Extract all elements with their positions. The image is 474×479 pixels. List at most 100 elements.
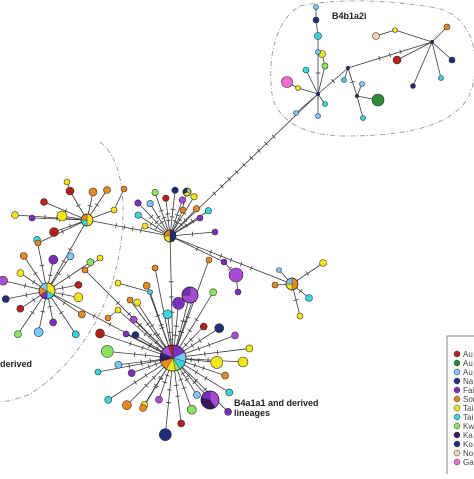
- haplotype-node: [411, 84, 416, 89]
- mutation-tick: [88, 205, 93, 206]
- legend-label: Ko: [463, 440, 473, 449]
- haplotype-node: [235, 289, 241, 295]
- mutation-tick: [32, 280, 35, 284]
- haplotype-node: [135, 200, 141, 206]
- legend-swatch: [454, 387, 460, 393]
- haplotype-node: [323, 102, 328, 107]
- hub-middle: [164, 230, 176, 242]
- haplotype-node: [66, 187, 74, 195]
- mutation-tick: [62, 286, 63, 291]
- haplotype-node: [206, 257, 212, 263]
- mutation-tick: [48, 306, 53, 307]
- mutation-tick: [140, 228, 141, 233]
- haplotype-node: [193, 391, 200, 398]
- haplotype-node: [296, 86, 301, 91]
- haplotype-node: [105, 396, 112, 403]
- label-b4a1a1-line2: lineages: [234, 408, 270, 418]
- haplotype-node: [50, 228, 59, 237]
- mutation-tick: [30, 311, 34, 314]
- network-edge: [318, 66, 325, 94]
- haplotype-node: [226, 389, 233, 396]
- haplotype-node: [159, 429, 171, 441]
- mutation-tick: [188, 329, 192, 332]
- mutation-tick: [150, 324, 154, 327]
- haplotype-node: [74, 293, 83, 302]
- legend-label: Na: [463, 377, 474, 386]
- haplotype-node: [229, 268, 243, 282]
- haplotype-node: [322, 63, 328, 69]
- mutation-tick: [134, 380, 137, 384]
- legend-label: Sou: [463, 395, 474, 404]
- haplotype-node: [95, 369, 101, 375]
- haplotype-node: [20, 252, 27, 259]
- haplotype-node: [225, 408, 232, 415]
- mutation-tick: [26, 293, 27, 298]
- hub-upper-left: [81, 214, 93, 226]
- mutation-tick: [59, 311, 63, 314]
- network-edge: [413, 42, 432, 86]
- haplotype-node: [200, 323, 207, 330]
- haplotype-node: [179, 197, 185, 203]
- haplotype-node: [315, 33, 322, 40]
- haplotype-node: [197, 215, 203, 221]
- mutation-tick: [40, 265, 45, 266]
- mutation-tick: [160, 221, 164, 224]
- haplotype-node: [87, 259, 94, 266]
- mutation-tick: [24, 283, 25, 288]
- haplotype-node: [316, 50, 321, 55]
- haplotype-node: [34, 328, 43, 337]
- haplotype-node: [187, 405, 196, 414]
- mutation-tick: [195, 370, 198, 374]
- haplotype-node: [130, 316, 137, 323]
- haplotype-node: [115, 280, 121, 286]
- haplotype-node: [246, 345, 253, 352]
- legend-swatch: [454, 414, 460, 420]
- haplotype-node: [360, 82, 365, 87]
- haplotype-node: [17, 305, 24, 312]
- mutation-tick: [145, 373, 148, 377]
- pie-slice: [170, 230, 176, 242]
- legend-swatch: [454, 450, 460, 456]
- haplotype-node: [163, 310, 172, 319]
- mutation-tick: [156, 216, 160, 219]
- haplotype-node: [152, 189, 158, 195]
- haplotype-node: [105, 315, 111, 321]
- hub-lower-pie: [201, 391, 219, 409]
- haplotype-node: [393, 28, 398, 33]
- haplotype-node: [272, 282, 278, 288]
- haplotype-node: [221, 259, 227, 265]
- mutation-tick: [181, 372, 185, 375]
- haplotype-node: [180, 207, 186, 213]
- haplotype-node: [96, 329, 105, 338]
- mutation-tick: [199, 339, 202, 343]
- haplotype-node: [212, 229, 218, 235]
- haplotype-node: [316, 114, 321, 119]
- hull-b4b1a2i: [271, 1, 474, 136]
- haplotype-node: [122, 401, 131, 410]
- mutation-tick: [170, 217, 175, 218]
- mutation-tick: [63, 301, 66, 305]
- legend-swatch: [454, 459, 460, 465]
- haplotype-node: [444, 24, 450, 30]
- haplotype-node: [57, 211, 67, 221]
- haplotype-node: [142, 223, 148, 229]
- haplotype-node: [449, 57, 455, 63]
- network-edge: [298, 88, 318, 94]
- mutation-tick: [116, 223, 117, 228]
- haplotype-node: [430, 40, 434, 44]
- haplotype-node: [178, 420, 185, 427]
- legend-swatch: [454, 405, 460, 411]
- legend-swatch: [454, 378, 460, 384]
- legend-label: Kw: [463, 422, 474, 431]
- haplotype-node: [128, 370, 135, 377]
- haplotype-node: [75, 281, 82, 288]
- legend-swatch: [454, 351, 460, 357]
- haplotype-node: [111, 207, 117, 213]
- haplotype-node: [78, 311, 85, 318]
- haplotype-node: [101, 345, 113, 357]
- haplotype-node: [49, 255, 58, 264]
- mutation-tick: [32, 298, 35, 302]
- legend-label: Tai: [463, 413, 473, 422]
- mutation-tick: [62, 292, 63, 297]
